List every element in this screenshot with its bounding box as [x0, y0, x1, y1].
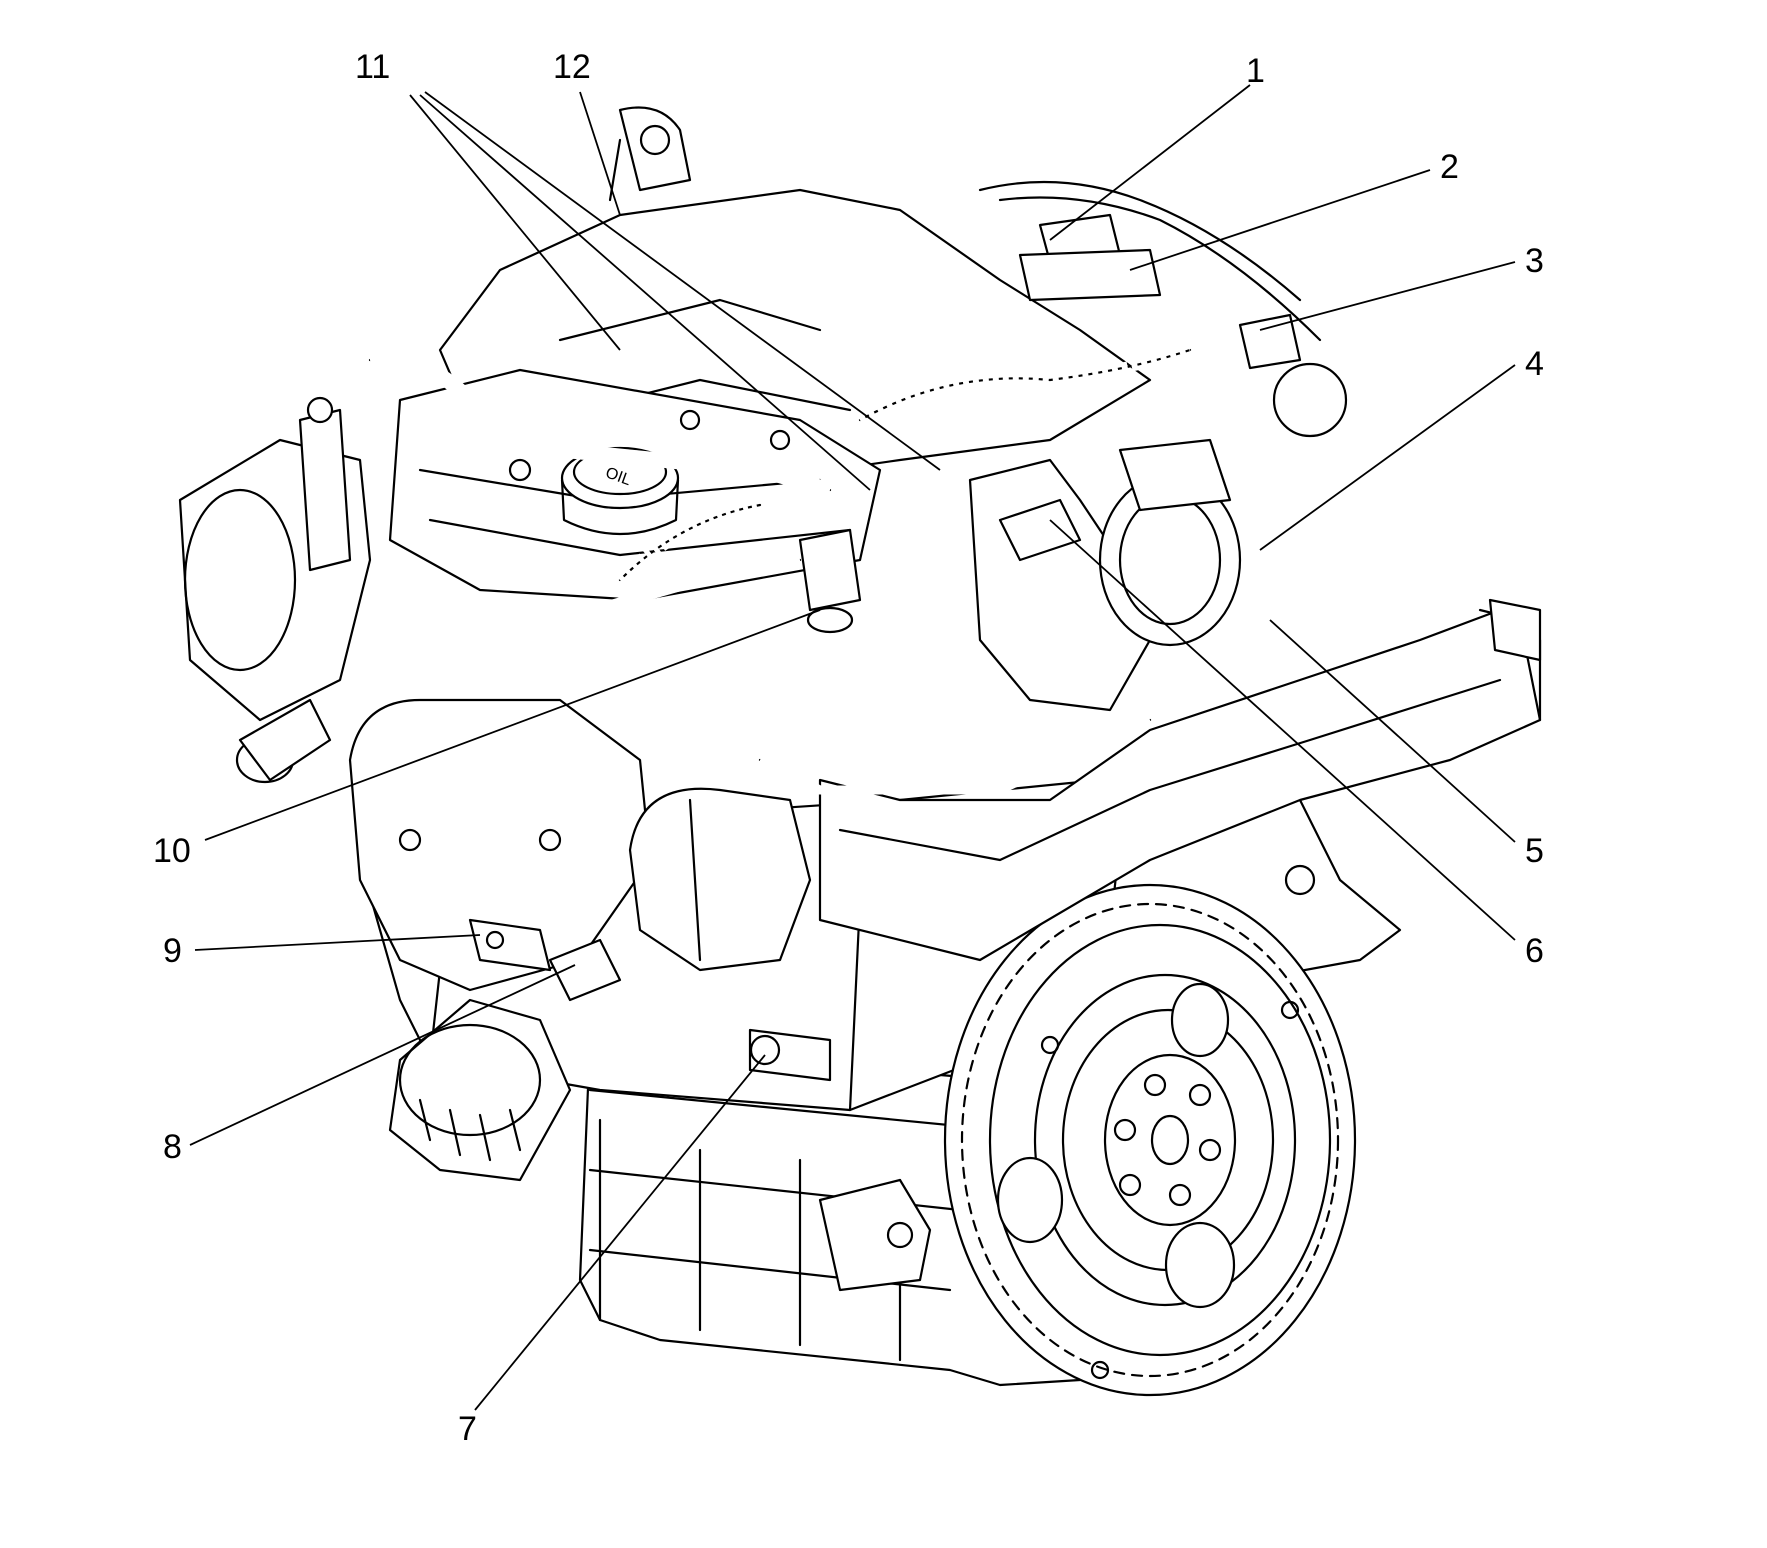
leader-10	[204, 609, 821, 841]
callout-9: 9	[163, 932, 182, 970]
sensor-7	[748, 1028, 832, 1082]
thermostat-housing	[178, 396, 372, 784]
leader-11a	[409, 94, 621, 351]
callout-11: 11	[355, 48, 390, 86]
callout-8: 8	[163, 1128, 182, 1166]
leader-9	[194, 934, 481, 951]
leader-5	[1269, 619, 1516, 843]
leader-4	[1259, 364, 1516, 551]
wiring-harness	[615, 180, 1322, 585]
leader-11b	[419, 94, 871, 491]
leader-7	[474, 1054, 766, 1411]
front-cover	[348, 698, 652, 992]
leader-12	[579, 91, 621, 216]
sensor-3	[1238, 313, 1348, 438]
callout-2: 2	[1440, 148, 1459, 186]
callout-4: 4	[1525, 345, 1544, 383]
starter-bracket	[818, 1178, 932, 1292]
callout-5: 5	[1525, 832, 1544, 870]
sensor-10	[798, 528, 862, 634]
callout-3: 3	[1525, 242, 1544, 280]
callout-1: 1	[1246, 52, 1265, 90]
callout-7: 7	[458, 1410, 477, 1448]
leader-6	[1049, 519, 1516, 941]
callout-6: 6	[1525, 932, 1544, 970]
bracket-9	[468, 918, 552, 972]
leader-lines	[189, 84, 1516, 1411]
callout-labels: 1 2 3 4 5 6 7 8 9 10 11 12	[153, 48, 1544, 1448]
leader-3	[1259, 261, 1516, 331]
leader-11c	[424, 91, 941, 471]
callout-10: 10	[153, 832, 191, 870]
throttle-body	[968, 438, 1242, 712]
module-2	[1018, 248, 1162, 302]
sensor-8	[548, 938, 622, 1002]
leader-1	[1049, 84, 1251, 241]
coolant-pipes	[368, 350, 1152, 795]
catalytic-converter	[628, 787, 812, 972]
flywheel	[943, 883, 1357, 1397]
exhaust-manifold	[818, 598, 1542, 962]
leader-8	[189, 964, 576, 1146]
callout-12: 12	[553, 48, 591, 86]
leader-2	[1129, 169, 1431, 271]
oil-filter	[388, 998, 572, 1182]
